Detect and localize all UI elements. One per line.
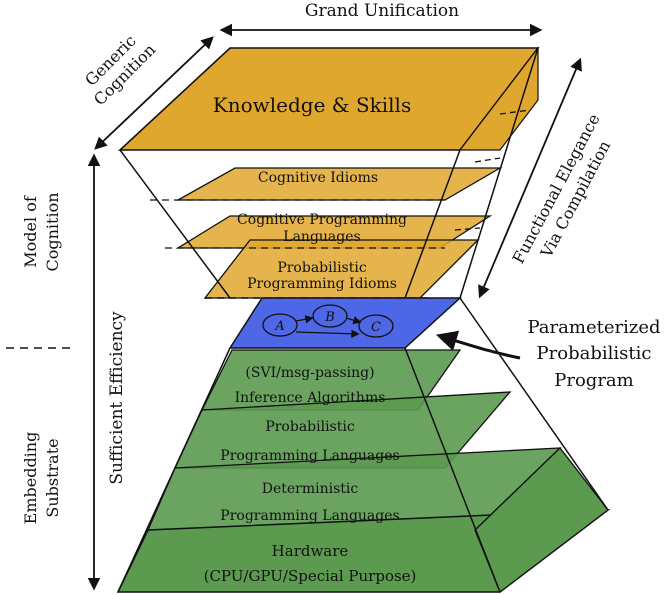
- inference-label-1: (SVI/msg-passing): [245, 365, 374, 381]
- node-b-label: B: [324, 310, 335, 325]
- model-of-cognition-group: Model of Cognition: [21, 192, 62, 271]
- cpl-label-1: Cognitive Programming: [237, 212, 407, 228]
- node-c-label: C: [371, 320, 381, 335]
- model-of-label: Model of: [21, 195, 40, 268]
- inference-label-2: Inference Algorithms: [235, 390, 386, 406]
- ppi-label-2: Programming Idioms: [247, 276, 397, 292]
- node-a: [262, 313, 298, 337]
- node-a-label: A: [274, 319, 284, 334]
- embedding-label: Embedding: [21, 432, 40, 525]
- sufficient-efficiency-label: Sufficient Efficiency: [107, 311, 127, 485]
- callout-line-1: Parameterized: [528, 317, 661, 338]
- sufficient-efficiency-group: Sufficient Efficiency: [107, 311, 127, 485]
- grand-unification-label: Grand Unification: [305, 1, 459, 21]
- hardware-label-1: Hardware: [272, 542, 349, 560]
- model-cognition-label: Cognition: [43, 192, 62, 271]
- ppl-label-2: Programming Languages: [220, 448, 399, 464]
- node-c: [358, 314, 394, 338]
- generic-cognition-group: Generic Cognition: [81, 31, 159, 109]
- embedding-substrate-group: Embedding Substrate: [21, 432, 62, 525]
- dpl-label-2: Programming Languages: [220, 508, 399, 524]
- functional-elegance-group: Functional Elegance Via Compilation: [509, 111, 615, 267]
- callout-line-3: Program: [554, 370, 633, 391]
- dpl-label-1: Deterministic: [262, 481, 359, 497]
- lower-hourglass: [116, 297, 611, 594]
- idioms-label: Cognitive Idioms: [258, 170, 378, 186]
- functional-elegance-arrow: [478, 57, 582, 299]
- program-layer: A B C: [228, 297, 462, 349]
- substrate-label: Substrate: [43, 438, 62, 517]
- callout-line-2: Probabilistic: [537, 343, 652, 364]
- cpl-label-2: Languages: [283, 229, 360, 245]
- ppl-label-1: Probabilistic: [265, 419, 355, 435]
- generic-cognition-arrow: [94, 36, 214, 150]
- hardware-label-2: (CPU/GPU/Special Purpose): [204, 567, 417, 585]
- ppi-label-1: Probabilistic: [277, 260, 367, 276]
- layer-parameterized-program: [228, 297, 462, 349]
- callout-arrow: [435, 330, 521, 360]
- top-layer-label: Knowledge & Skills: [213, 93, 411, 117]
